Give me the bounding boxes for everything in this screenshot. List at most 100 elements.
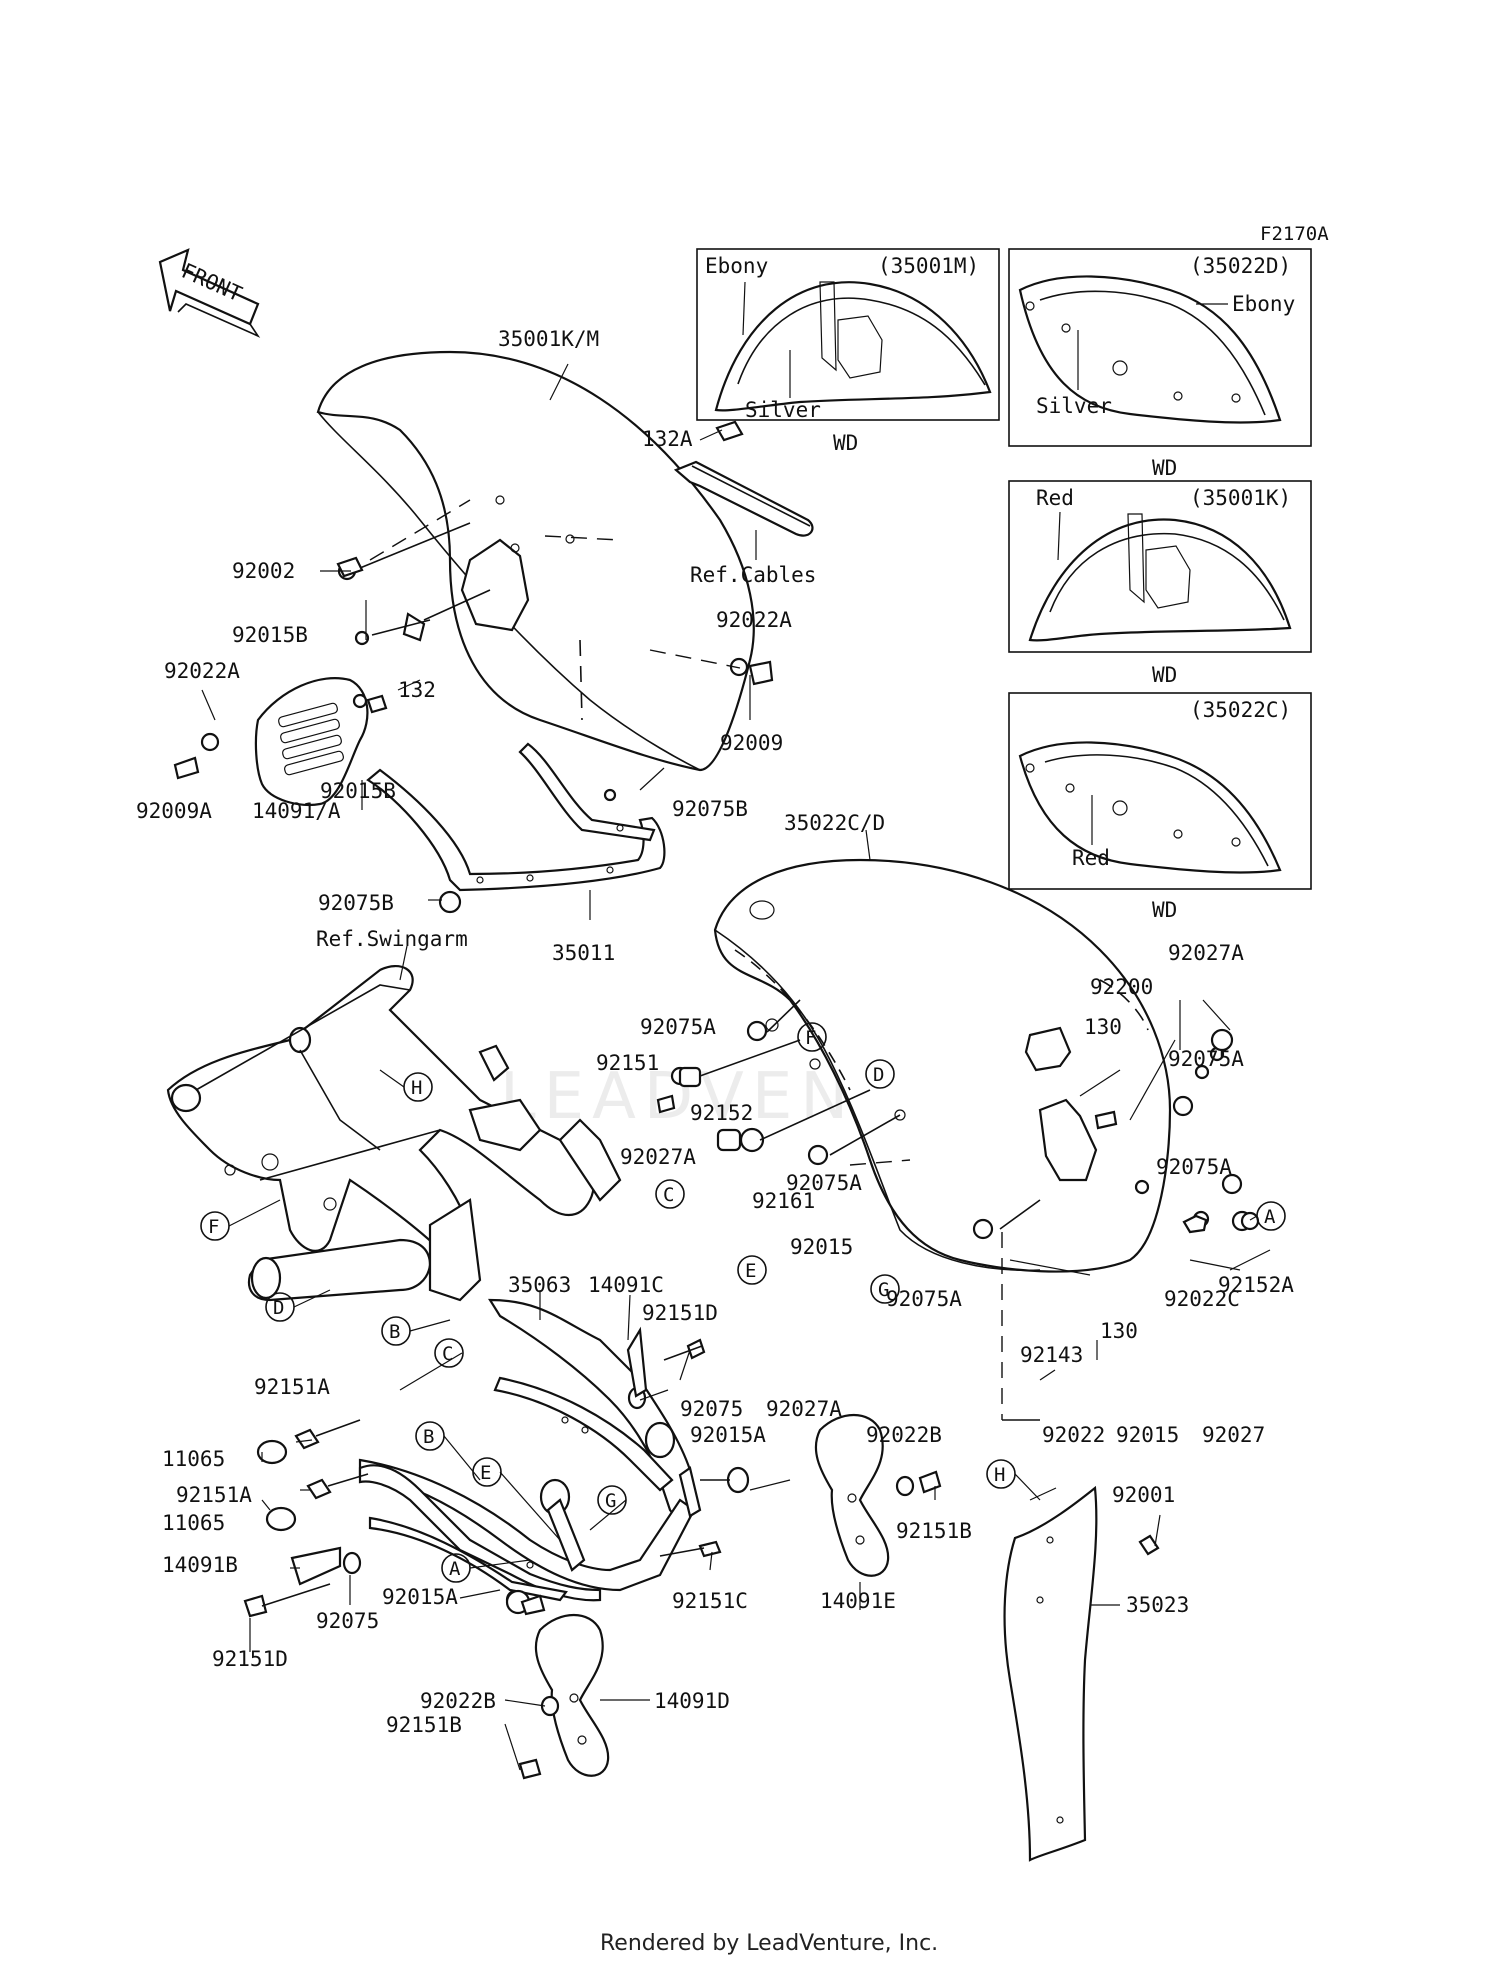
callout-92075A-3: 92075A xyxy=(786,1171,862,1195)
svg-text:A: A xyxy=(449,1558,461,1580)
callout-14091B: 14091B xyxy=(162,1553,238,1577)
callout-92151D: 92151D xyxy=(642,1301,718,1325)
svg-text:C: C xyxy=(663,1184,674,1206)
variant-box-35022C: (35022C) Red WD xyxy=(1008,692,1312,922)
callout-35011: 35011 xyxy=(552,941,615,965)
callout-ref-swingarm: Ref.Swingarm xyxy=(316,927,468,951)
callout-92152A: 92152A xyxy=(1218,1273,1294,1297)
fender-brace-35011 xyxy=(366,742,666,892)
callout-92022A: 92022A xyxy=(716,608,792,632)
svg-text:B: B xyxy=(423,1426,434,1448)
ref-letter-f: F xyxy=(797,1022,827,1052)
callout-14091A: 14091/A xyxy=(252,799,341,823)
splash-guard-35023 xyxy=(1003,1485,1160,1862)
callout-92009: 92009 xyxy=(720,731,783,755)
callout-35022CD: 35022C/D xyxy=(784,811,885,835)
diagram-code: F2170A xyxy=(1260,223,1329,245)
callout-92001: 92001 xyxy=(1112,1483,1175,1507)
variant-part-35022C: (35022C) xyxy=(1190,698,1291,722)
ref-letter-g: G xyxy=(870,1274,900,1304)
variant-part-35022D: (35022D) xyxy=(1190,254,1291,278)
callout-92009A: 92009A xyxy=(136,799,212,823)
callout-14091E: 14091E xyxy=(820,1589,896,1613)
callout-92143: 92143 xyxy=(1020,1343,1083,1367)
callout-92027A-2: 92027A xyxy=(620,1145,696,1169)
side-cover-14091 xyxy=(254,677,369,807)
bracket-hardware xyxy=(243,1326,750,1618)
ref-letter-c: C xyxy=(655,1179,685,1209)
variant-color-ebony-2: Ebony xyxy=(1232,292,1295,316)
svg-text:D: D xyxy=(273,1297,284,1319)
callout-92075A-4: 92075A xyxy=(1156,1155,1232,1179)
callout-11065: 11065 xyxy=(162,1447,225,1471)
svg-text:B: B xyxy=(389,1321,400,1343)
variant-color-silver-2: Silver xyxy=(1036,394,1112,418)
callout-92151D-2: 92151D xyxy=(212,1647,288,1671)
variant-box-35022D: (35022D) Ebony Silver WD xyxy=(1008,248,1312,480)
svg-text:G: G xyxy=(878,1279,889,1301)
side-cover-14091E xyxy=(814,1414,942,1577)
callout-92075A-2: 92075A xyxy=(1168,1047,1244,1071)
svg-text:C: C xyxy=(442,1343,453,1365)
callout-92075: 92075 xyxy=(680,1397,743,1421)
ref-letter-b: B xyxy=(381,1316,411,1346)
svg-text:E: E xyxy=(745,1260,756,1282)
svg-text:F: F xyxy=(208,1216,219,1238)
callout-92151B-2: 92151B xyxy=(386,1713,462,1737)
callout-14091D: 14091D xyxy=(654,1689,730,1713)
mount-bracket-35063 xyxy=(358,1298,702,1602)
callout-35023: 35023 xyxy=(1126,1593,1189,1617)
variant-color-ebony: Ebony xyxy=(705,254,768,278)
variant-tag-wd-3: WD xyxy=(1152,663,1177,687)
reference-letters: F D C E G A H F D B C B E G A H xyxy=(200,1022,1286,1583)
svg-text:A: A xyxy=(1264,1206,1276,1228)
ref-letter-e-2: E xyxy=(472,1457,502,1487)
variant-part-35001M: (35001M) xyxy=(878,254,979,278)
side-cover-14091D xyxy=(518,1614,610,1780)
rear-hardware xyxy=(656,999,1260,1421)
callout-92151: 92151 xyxy=(596,1051,659,1075)
callout-92075-2: 92075 xyxy=(316,1609,379,1633)
callout-92002: 92002 xyxy=(232,559,295,583)
callout-92075B-2: 92075B xyxy=(318,891,394,915)
callout-35001KM: 35001K/M xyxy=(498,327,599,351)
callout-92075A: 92075A xyxy=(640,1015,716,1039)
variant-tag-wd-2: WD xyxy=(1152,456,1177,480)
ref-letter-c-2: C xyxy=(434,1338,464,1368)
variant-color-red: Red xyxy=(1036,486,1074,510)
leader-lines xyxy=(201,363,1271,1771)
callout-130-2: 130 xyxy=(1100,1319,1138,1343)
ref-letter-g-2: G xyxy=(597,1485,627,1515)
callout-132: 132 xyxy=(398,678,436,702)
callout-14091C: 14091C xyxy=(588,1273,664,1297)
variant-box-35001K: Red (35001K) WD xyxy=(1008,480,1312,687)
variant-tag-wd-4: WD xyxy=(1152,898,1177,922)
rear-fender-35022 xyxy=(713,858,1172,1273)
callout-92151B: 92151B xyxy=(896,1519,972,1543)
svg-text:E: E xyxy=(480,1462,491,1484)
callout-92075A-5: 92075A xyxy=(886,1287,962,1311)
callout-130: 130 xyxy=(1084,1015,1122,1039)
variant-box-35001M: Ebony (35001M) Silver WD xyxy=(696,248,1000,455)
front-fender-35001 xyxy=(316,350,755,772)
svg-text:G: G xyxy=(605,1490,616,1512)
callout-92152: 92152 xyxy=(690,1101,753,1125)
ref-letter-b-2: B xyxy=(415,1421,445,1451)
callout-92027A: 92027A xyxy=(1168,941,1244,965)
callout-92015-2: 92015 xyxy=(1116,1423,1179,1447)
callout-11065-2: 11065 xyxy=(162,1511,225,1535)
ref-letter-e: E xyxy=(737,1255,767,1285)
callout-92161: 92161 xyxy=(752,1189,815,1213)
ref-letter-d-2: D xyxy=(265,1292,295,1322)
callout-92015B: 92015B xyxy=(232,623,308,647)
front-arrow-icon: FRONT xyxy=(158,248,261,338)
callout-92022B: 92022B xyxy=(866,1423,942,1447)
ref-letter-h-2: H xyxy=(986,1459,1016,1489)
callout-92075B: 92075B xyxy=(672,797,748,821)
callout-35063: 35063 xyxy=(508,1273,571,1297)
callout-92151A: 92151A xyxy=(254,1375,330,1399)
footer-credit: Rendered by LeadVenture, Inc. xyxy=(600,1931,938,1956)
callout-92027: 92027 xyxy=(1202,1423,1265,1447)
callout-92151C: 92151C xyxy=(672,1589,748,1613)
